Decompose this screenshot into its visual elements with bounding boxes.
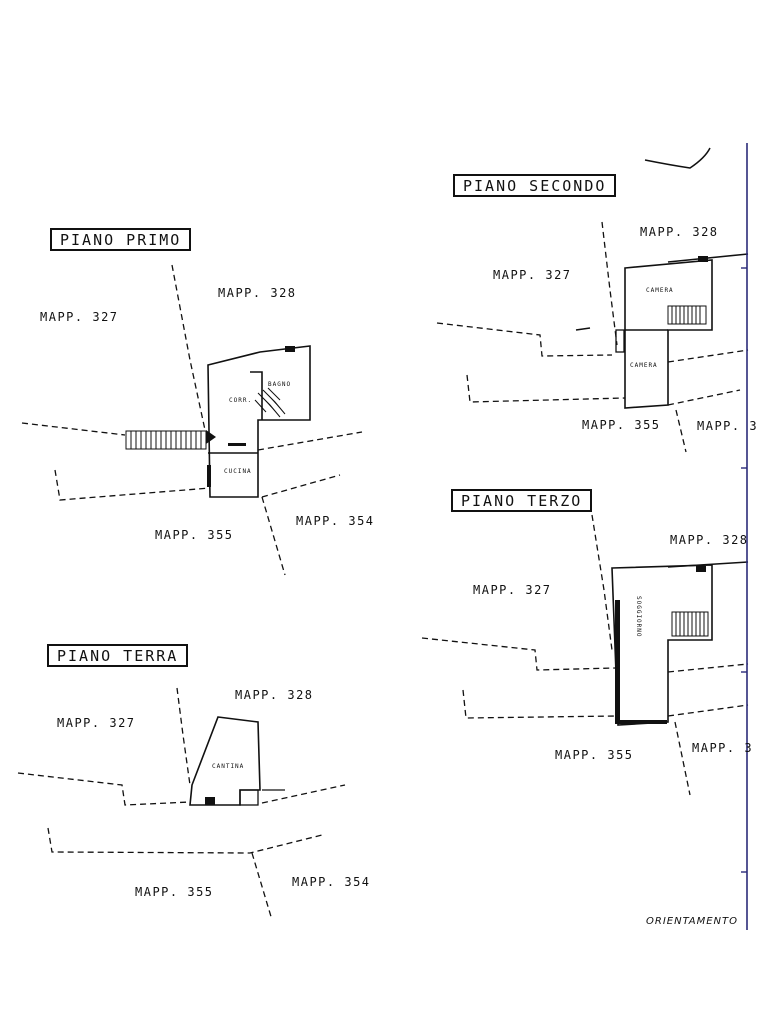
boundary-line	[251, 852, 273, 921]
boundary-line	[261, 474, 341, 498]
boundary-line	[667, 389, 741, 406]
room-label: CUCINA	[224, 468, 252, 475]
room-label: SOGGIORNO	[635, 596, 642, 638]
parcel-label: MAPP. 327	[473, 583, 552, 597]
parcel-label: MAPP. 328	[640, 225, 719, 239]
boundary-line	[17, 772, 191, 806]
boundary-line	[21, 422, 126, 436]
parcel-label: MAPP. 327	[493, 268, 572, 282]
boundary-line	[674, 721, 691, 796]
boundary-line	[591, 514, 613, 651]
boundary-line	[462, 689, 618, 719]
room-label: BAGNO	[268, 381, 292, 388]
boundary-line	[47, 827, 323, 854]
building-outline	[189, 716, 261, 806]
boundary-line	[421, 637, 616, 671]
parcel-label: MAPP. 355	[555, 748, 634, 762]
boundary-line	[176, 687, 191, 786]
parcel-label: MAPP. 327	[57, 716, 136, 730]
parcel-label: MAPP. 328	[218, 286, 297, 300]
boundary-line	[466, 374, 626, 403]
room-label: CAMERA	[646, 287, 674, 294]
room-label: CANTINA	[212, 763, 245, 770]
boundary-line	[261, 496, 286, 576]
orientation-label: ORIENTAMENTO	[646, 916, 739, 927]
building-outline	[207, 345, 311, 498]
room-label: CORR.	[229, 397, 253, 404]
parcel-label: MAPP. 328	[670, 533, 749, 547]
floor-title-secondo: PIANO SECONDO	[453, 174, 617, 197]
floor-title-primo: PIANO PRIMO	[50, 228, 192, 251]
parcel-label: MAPP. 327	[40, 310, 119, 324]
parcel-label: MAPP. 3	[697, 419, 759, 433]
boundary-line	[667, 704, 749, 717]
parcel-label: MAPP. 354	[296, 514, 375, 528]
parcel-label: MAPP. 355	[155, 528, 234, 542]
boundary-line	[54, 469, 211, 501]
boundary-line	[667, 349, 749, 363]
boundary-line	[601, 221, 618, 346]
parcel-label: MAPP. 328	[235, 688, 314, 702]
stair-terzo	[671, 611, 709, 637]
boundary-line	[675, 409, 687, 453]
scribble-mark	[644, 147, 711, 169]
boundary-line	[436, 322, 613, 357]
floor-title-terra: PIANO TERRA	[47, 644, 189, 667]
boundary-line	[257, 431, 363, 451]
boundary-line	[667, 663, 749, 673]
parcel-label: MAPP. 355	[582, 418, 661, 432]
boundary-line	[171, 264, 206, 431]
parcel-label: MAPP. 3	[692, 741, 754, 755]
building-outline	[611, 564, 713, 726]
room-label: CAMERA	[630, 362, 658, 369]
parcel-label: MAPP. 355	[135, 885, 214, 899]
floor-title-terzo: PIANO TERZO	[451, 489, 593, 512]
building-outline	[624, 259, 713, 409]
parcel-label: MAPP. 354	[292, 875, 371, 889]
boundary-line	[261, 784, 346, 804]
